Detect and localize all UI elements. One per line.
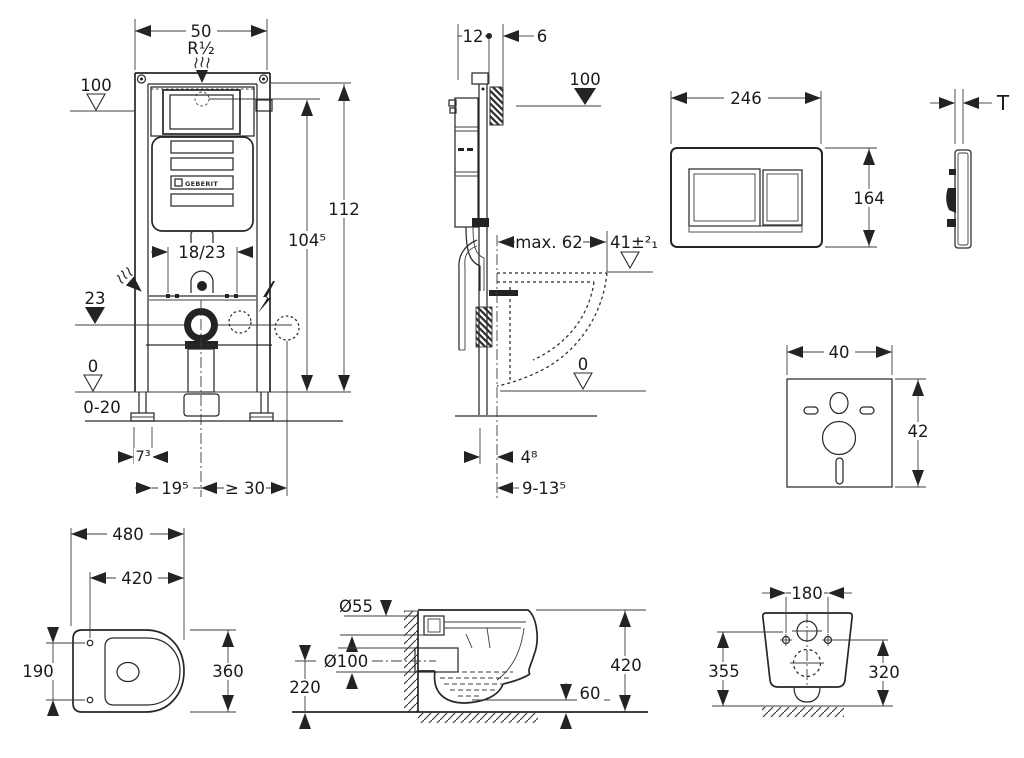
- flush-plate-side: [954, 149, 972, 249]
- dim-bowl-height: 420: [610, 656, 642, 675]
- dim-level-0: 0: [88, 357, 99, 376]
- water-level-lines: [438, 671, 513, 697]
- lightning-bolt-icon: [258, 281, 275, 313]
- down-arrow-icon: [196, 70, 208, 83]
- dim-drain-offset: 19⁵: [161, 479, 189, 498]
- bowl-profile: [418, 609, 538, 675]
- floor-hatch: [418, 713, 538, 723]
- dim-finish-range: 9-13⁵: [522, 479, 566, 498]
- bowl-dashed-outline: [496, 272, 608, 387]
- dim-rear-hole-spacing: 180: [791, 584, 823, 603]
- brand-logo-square: [174, 178, 183, 187]
- dim-pad-height: 42: [908, 422, 929, 441]
- supply-fitting: [190, 270, 214, 293]
- bowl-rear-view: 180 355 320: [705, 584, 902, 717]
- dim-level-100-side: 100: [569, 70, 601, 89]
- dim-outlet-height: 220: [289, 678, 321, 697]
- flush-plate-body: [670, 147, 823, 248]
- dim-floor-range: 0-20: [83, 398, 120, 417]
- bowl-outline: [72, 629, 185, 713]
- dim-front-offset: 4⁸: [520, 448, 537, 467]
- dim-pipe-height: 104⁵: [288, 231, 326, 250]
- dim-inlet-height: 355: [708, 662, 740, 681]
- brand-label: GEBERIT: [185, 180, 218, 188]
- dim-bowl-inner: 420: [121, 569, 153, 588]
- dim-supply-span: 18/23: [178, 243, 226, 262]
- datum-triangle-open: [83, 374, 103, 393]
- dim-level-100: 100: [80, 76, 112, 95]
- datum-triangle-open: [620, 251, 640, 270]
- bowl-top-view: 480 420 190 360: [22, 525, 246, 716]
- frame-front-view: 50 R½ GEBERIT 18/23 23 100: [70, 19, 362, 498]
- dim-side-clearance: ≥ 30: [225, 479, 265, 498]
- dim-inlet-diameter: Ø55: [339, 597, 373, 616]
- dim-offset-73: 7³: [135, 449, 150, 465]
- dim-total-height: 112: [328, 200, 360, 219]
- dim-frame-width: 50: [191, 22, 212, 41]
- datum-triangle-filled: [85, 307, 105, 324]
- dim-hole-spacing: 190: [22, 662, 54, 681]
- dim-outlet-diameter: Ø100: [324, 652, 368, 671]
- flush-plate-view: 246 164 T: [670, 89, 1010, 249]
- water-inlet-squiggle-icon: [116, 267, 133, 284]
- dim-bottom-gap: 60: [580, 684, 601, 703]
- bowl-rear-outline: [761, 612, 854, 688]
- sound-pad-body: [786, 378, 893, 488]
- dim-plate-width: 246: [730, 89, 762, 108]
- bowl-side-view: Ø55 Ø100 220 420 60: [288, 597, 648, 729]
- small-flush-button: [762, 169, 803, 226]
- sound-pad-view: 40 42: [786, 343, 934, 488]
- dim-max-depth: max. 62: [515, 233, 582, 252]
- floor-bracket: [475, 306, 493, 348]
- dim-level-23: 23: [85, 289, 106, 308]
- dim-level-0-side: 0: [578, 355, 589, 374]
- big-flush-button: [688, 168, 761, 227]
- dim-frame-depth: 12: [463, 27, 484, 46]
- dim-seat-tolerance: 41±²₁: [610, 233, 658, 252]
- dim-pad-width: 40: [829, 343, 850, 362]
- dim-thread: R½: [187, 39, 214, 58]
- wall-bracket: [489, 86, 504, 126]
- dim-plate-thickness: T: [996, 91, 1010, 115]
- ground-hatch: [762, 707, 844, 717]
- datum-triangle-open: [86, 93, 106, 112]
- datum-triangle-open: [573, 372, 593, 391]
- frame-side-view: 12 6 100 max. 62 41±²₁ 0 4⁸ 9-13: [448, 24, 658, 500]
- dim-bowl-width: 360: [212, 662, 244, 681]
- dim-plate-height: 164: [853, 189, 885, 208]
- dim-plate-depth: 6: [537, 27, 548, 46]
- wall-hatch: [404, 611, 418, 712]
- dim-rear-hole-height: 320: [868, 663, 900, 682]
- datum-triangle-filled: [574, 88, 596, 105]
- dim-bowl-length: 480: [112, 525, 144, 544]
- water-supply-icon: [194, 56, 210, 69]
